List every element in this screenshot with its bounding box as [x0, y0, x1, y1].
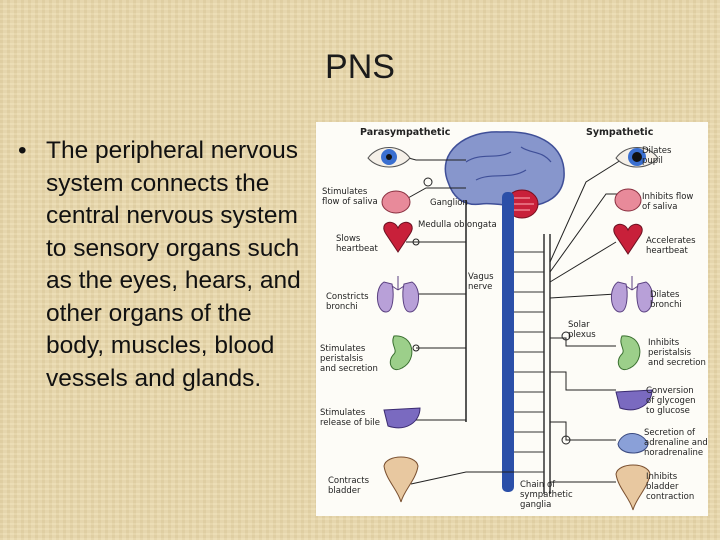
left-label-bronchi: Constricts bronchi: [326, 292, 369, 312]
medulla-label: Medulla oblongata: [418, 220, 497, 230]
parasympathetic-heading: Parasympathetic: [360, 127, 451, 138]
right-salivary-gland-icon: [614, 188, 642, 212]
spinal-cord: [502, 192, 514, 492]
right-stomach-icon: [617, 335, 641, 370]
right-label-bronchi: Dilates bronchi: [650, 290, 682, 310]
left-stomach-icon: [389, 335, 413, 370]
right-liver-icon: [615, 389, 653, 411]
left-bladder-icon: [383, 456, 419, 503]
diagram-artwork: [367, 131, 659, 511]
ganglion-label: Ganglion: [430, 198, 468, 208]
right-label-saliva: Inhibits flow of saliva: [642, 192, 694, 212]
left-liver-icon: [383, 407, 421, 429]
right-label-bladder: Inhibits bladder contraction: [646, 472, 695, 502]
right-heart-icon: [613, 223, 643, 255]
right-bladder-icon: [615, 464, 651, 511]
nervous-system-diagram: Parasympathetic Sympathetic Stimulates f…: [316, 122, 708, 516]
bullet-text: The peripheral nervous system connects t…: [46, 137, 301, 392]
solar-plexus-label: Solar plexus: [568, 320, 596, 340]
left-lungs-icon: [377, 276, 419, 313]
left-label-bladder: Contracts bladder: [328, 476, 369, 496]
left-label-heartbeat: Slows heartbeat: [336, 234, 378, 254]
left-label-saliva: Stimulates flow of saliva: [322, 187, 378, 207]
right-label-pupil: Dilates pupil: [642, 146, 672, 166]
left-eye-icon: [367, 147, 411, 168]
right-label-heartbeat: Accelerates heartbeat: [646, 236, 696, 256]
sympathetic-heading: Sympathetic: [586, 127, 654, 138]
right-label-adrenaline: Secretion of adrenaline and noradrenalin…: [644, 428, 708, 458]
left-label-peristalsis: Stimulates peristalsis and secretion: [320, 344, 378, 374]
bullet-item: • The peripheral nervous system connects…: [18, 135, 308, 395]
slide-title: PNS: [325, 48, 395, 86]
chain-ganglia-label: Chain of sympathetic ganglia: [520, 480, 573, 510]
left-label-bile: Stimulates release of bile: [320, 408, 380, 428]
left-heart-icon: [383, 221, 413, 253]
right-label-peristalsis: Inhibits peristalsis and secretion: [648, 338, 706, 368]
bullet-symbol: •: [18, 137, 27, 164]
vagus-nerve-label: Vagus nerve: [468, 272, 494, 292]
right-eye-icon: [615, 147, 659, 168]
left-salivary-gland-icon: [381, 190, 411, 214]
right-adrenal-icon: [617, 433, 649, 454]
right-label-glycogen: Conversion of glycogen to glucose: [646, 386, 696, 416]
right-lungs-icon: [611, 276, 653, 313]
